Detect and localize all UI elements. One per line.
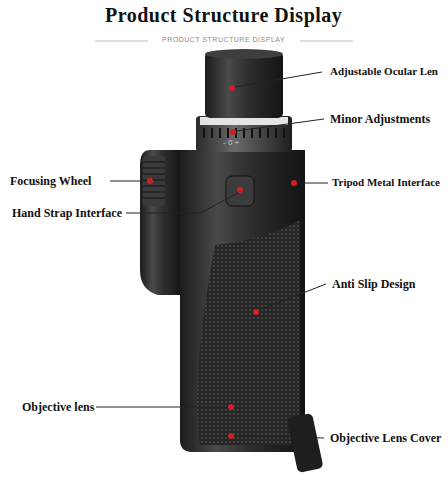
part-label: Adjustable Ocular Len — [330, 65, 438, 77]
part-label: Tripod Metal Interface — [332, 176, 440, 188]
part-label: Objective Lens Cover — [330, 431, 441, 446]
dial-marking: - 0 + — [223, 138, 239, 147]
part-label: Minor Adjustments — [330, 112, 430, 127]
part-label: Hand Strap Interface — [12, 206, 122, 221]
subtitle: PRODUCT STRUCTURE DISPLAY — [162, 36, 285, 43]
title: Product Structure Display — [105, 4, 342, 27]
part-label: Objective lens — [22, 400, 94, 415]
part-label: Anti Slip Design — [332, 277, 415, 292]
part-label: Focusing Wheel — [10, 174, 91, 189]
